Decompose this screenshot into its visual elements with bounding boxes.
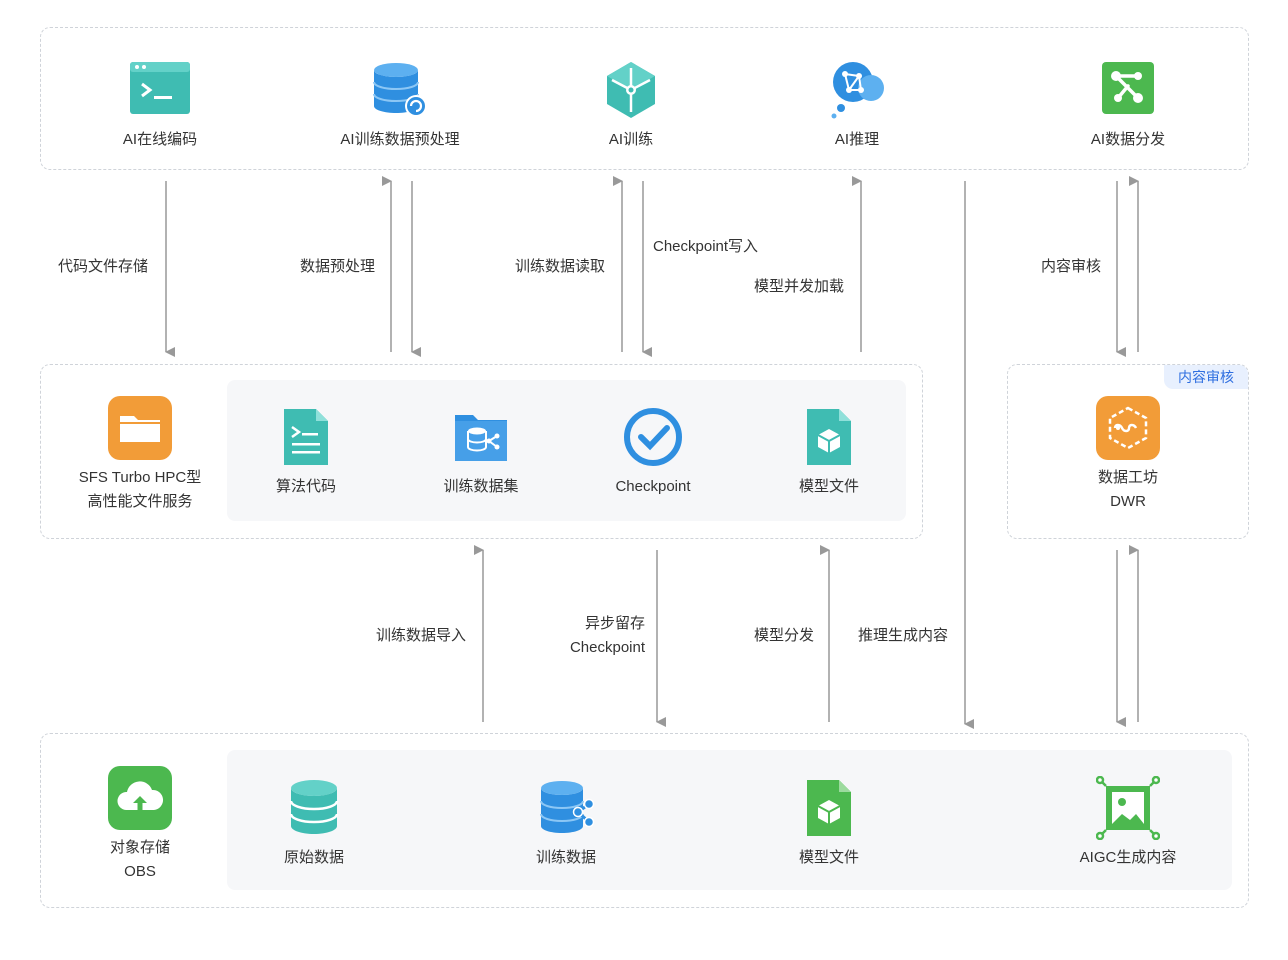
flow-label-ckpt-write: Checkpoint写入 <box>653 238 759 255</box>
image-frame-icon <box>1096 776 1160 840</box>
flow-label-preprocess: 数据预处理 <box>300 258 376 275</box>
cloud-brain-icon <box>825 58 889 122</box>
cloud-upload-icon <box>108 766 172 830</box>
terminal-icon <box>128 58 192 122</box>
node-training-data: 训练数据 <box>476 776 656 870</box>
ai-services-panel <box>40 27 1249 170</box>
node-sfs-turbo: SFS Turbo HPC型 高性能文件服务 <box>50 396 230 514</box>
flow-label-infer-gen: 推理生成内容 <box>858 627 949 644</box>
node-label: 训练数据集 <box>443 478 519 495</box>
sfs-line2: 高性能文件服务 <box>87 493 193 510</box>
workflow-hexagon-icon <box>1096 396 1160 460</box>
obs-line1: 对象存储 <box>109 839 170 856</box>
flow-label-train-read: 训练数据读取 <box>515 258 606 275</box>
node-label: AIGC生成内容 <box>1079 849 1177 866</box>
check-circle-icon <box>621 405 685 469</box>
flow-label-train-import: 训练数据导入 <box>376 627 467 644</box>
node-label: 模型文件 <box>798 849 859 866</box>
dwr-panel: 内容审核 <box>1007 364 1249 539</box>
node-label: Checkpoint <box>615 478 691 495</box>
hexagon-network-icon <box>599 58 663 122</box>
share-node-icon <box>1096 58 1160 122</box>
flow-label-async-ckpt: 异步留存 Checkpoint <box>545 612 645 660</box>
node-obs: 对象存储 OBS <box>50 766 230 884</box>
dataset-folder-icon <box>449 405 513 469</box>
folder-icon <box>108 396 172 460</box>
node-dwr: 数据工坊 DWR <box>1038 396 1218 514</box>
node-label: AI推理 <box>834 131 880 148</box>
obs-line2: OBS <box>124 863 156 880</box>
node-label: AI训练数据预处理 <box>340 131 460 148</box>
database-icon <box>282 776 346 840</box>
node-ai-data-distribution: AI数据分发 <box>1038 58 1218 152</box>
async-line2: Checkpoint <box>569 639 645 656</box>
node-label: 模型文件 <box>798 478 859 495</box>
node-checkpoint: Checkpoint <box>563 405 743 499</box>
flow-label-code-store: 代码文件存储 <box>58 258 149 275</box>
code-file-icon <box>274 405 338 469</box>
database-refresh-icon <box>368 58 432 122</box>
node-aigc-content: AIGC生成内容 <box>1038 776 1218 870</box>
node-label: AI训练 <box>608 131 654 148</box>
flow-label-model-load: 模型并发加载 <box>754 278 845 295</box>
node-ai-online-coding: AI在线编码 <box>70 58 250 152</box>
sfs-line1: SFS Turbo HPC型 <box>78 469 202 486</box>
database-share-icon <box>534 776 598 840</box>
node-label: 算法代码 <box>275 478 336 495</box>
node-ai-training: AI训练 <box>541 58 721 152</box>
node-raw-data: 原始数据 <box>224 776 404 870</box>
node-model-file-bottom: 模型文件 <box>739 776 919 870</box>
model-file-icon <box>797 405 861 469</box>
sfs-content-panel <box>227 380 906 521</box>
node-label: 训练数据 <box>535 849 596 866</box>
node-label: AI在线编码 <box>122 131 198 148</box>
sfs-turbo-panel <box>40 364 923 539</box>
model-file-icon <box>797 776 861 840</box>
obs-content-panel <box>227 750 1232 890</box>
flow-label-model-dist: 模型分发 <box>754 627 815 644</box>
content-review-badge: 内容审核 <box>1164 365 1248 389</box>
node-label: AI数据分发 <box>1090 131 1166 148</box>
dwr-line1: 数据工坊 <box>1097 469 1158 486</box>
node-training-dataset: 训练数据集 <box>391 405 571 499</box>
node-ai-data-preprocess: AI训练数据预处理 <box>310 58 490 152</box>
obs-panel <box>40 733 1249 908</box>
dwr-line2: DWR <box>1110 493 1146 510</box>
async-line1: 异步留存 <box>584 615 645 632</box>
flow-label-review: 内容审核 <box>1041 258 1102 275</box>
node-label: 原始数据 <box>283 849 344 866</box>
node-ai-inference: AI推理 <box>767 58 947 152</box>
node-model-file-mid: 模型文件 <box>739 405 919 499</box>
node-algorithm-code: 算法代码 <box>216 405 396 499</box>
